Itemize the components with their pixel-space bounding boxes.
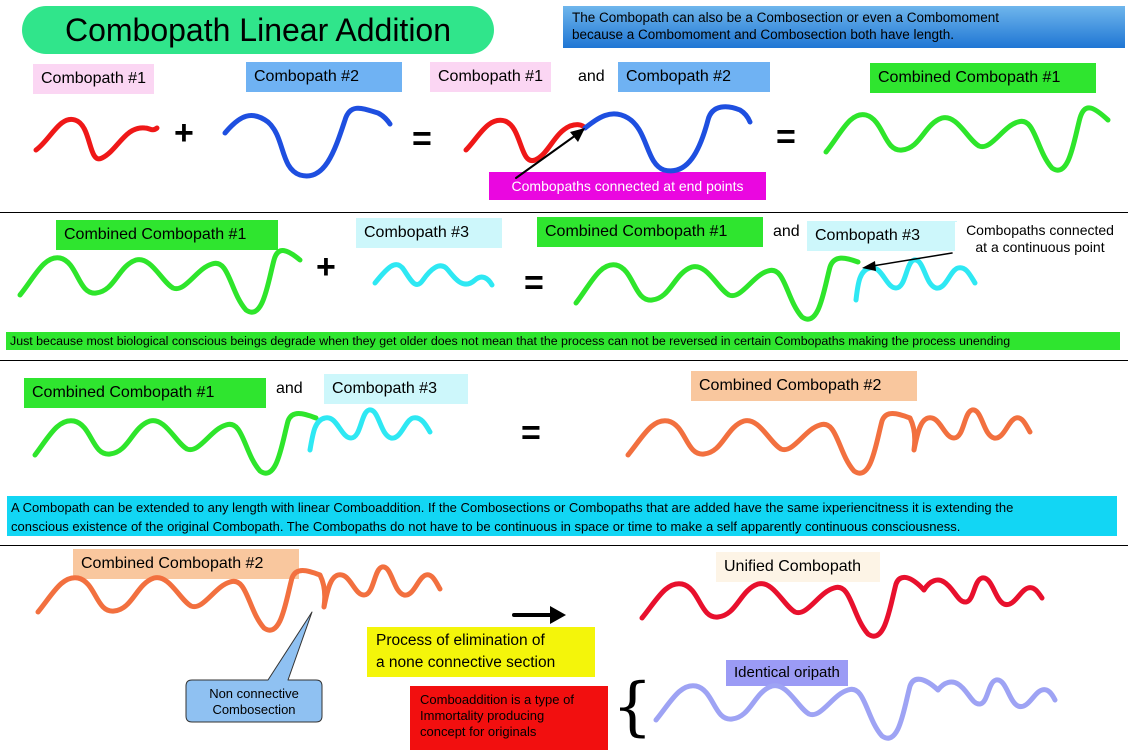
callout-line: Combopaths connected — [966, 222, 1114, 238]
label-combined-combopath-1: Combined Combopath #1 — [24, 378, 266, 408]
label-combopath-1-b: Combopath #1 — [430, 62, 551, 92]
immortality-box: Comboaddition is a type of Immortality p… — [410, 686, 608, 750]
redbox-line: concept for originals — [420, 724, 537, 739]
top-note-line: because a Combomoment and Combosection b… — [572, 27, 954, 42]
plus-sign: + — [174, 114, 194, 152]
equals-sign: = — [524, 264, 544, 302]
banner-line: A Combopath can be extended to any lengt… — [11, 500, 1014, 515]
combopath-2-joined-curve — [582, 104, 753, 174]
process-line: a none connective section — [376, 654, 556, 671]
process-arrowhead-icon — [550, 606, 566, 624]
label-combined-combopath-1-b: Combined Combopath #1 — [537, 217, 763, 247]
plus-sign: + — [316, 248, 336, 286]
label-combopath-3: Combopath #3 — [324, 374, 468, 404]
process-line: Process of elimination of — [376, 632, 545, 649]
label-combined-combopath-2: Combined Combopath #2 — [73, 549, 299, 579]
arrowhead-icon — [570, 128, 585, 142]
redbox-line: Immortality producing — [420, 708, 545, 723]
section-divider — [0, 212, 1128, 213]
arrowhead-icon — [862, 261, 876, 271]
combopath-3-curve — [372, 262, 495, 288]
process-box: Process of elimination of a none connect… — [367, 627, 595, 677]
combined-combopath-2-curve — [625, 407, 1033, 476]
label-combopath-3: Combopath #3 — [356, 218, 502, 248]
banner-degrade: Just because most biological conscious b… — [6, 332, 1120, 350]
and-text: and — [773, 223, 800, 240]
section-divider — [0, 360, 1128, 361]
top-note-line: The Combopath can also be a Combosection… — [572, 10, 999, 25]
noncon-bubble — [185, 611, 323, 723]
noncon-line: Combosection — [212, 702, 296, 717]
combopath-1-curve — [33, 116, 160, 162]
combined-combopath-1-curve — [823, 105, 1111, 173]
callout-continuous-point: Combopaths connected at a continuous poi… — [955, 222, 1125, 256]
and-text: and — [578, 68, 605, 85]
brace-symbol: { — [612, 670, 653, 744]
banner-extension: A Combopath can be extended to any lengt… — [7, 496, 1117, 536]
unified-combopath-curve — [639, 574, 1045, 639]
label-unified-combopath: Unified Combopath — [716, 552, 880, 582]
label-combopath-2: Combopath #2 — [246, 62, 402, 92]
combopath-3-curve — [307, 407, 433, 453]
equals-sign: = — [776, 118, 796, 156]
combopath-2-curve — [222, 105, 393, 179]
noncon-line: Non connective — [209, 686, 299, 701]
callout-line: at a continuous point — [975, 239, 1105, 255]
label-combopath-1: Combopath #1 — [33, 64, 154, 94]
combined-combopath-2-curve — [35, 564, 443, 633]
arrow-line — [865, 252, 953, 268]
redbox-line: Comboaddition is a type of — [420, 692, 574, 707]
label-identical-oripath: Identical oripath — [726, 660, 848, 686]
label-combined-combopath-2: Combined Combopath #2 — [691, 371, 917, 401]
label-combopath-3-b: Combopath #3 — [807, 221, 957, 251]
equals-sign: = — [521, 414, 541, 452]
combined-combopath-1-curve — [32, 411, 319, 476]
and-text: and — [276, 380, 303, 397]
label-combined-combopath-1: Combined Combopath #1 — [870, 63, 1096, 93]
identical-oripath-curve — [653, 676, 1058, 741]
noncon-label: Non connective Combosection — [187, 686, 321, 718]
banner-line: conscious existence of the original Comb… — [11, 519, 961, 534]
section-divider — [0, 545, 1128, 546]
top-note: The Combopath can also be a Combosection… — [563, 6, 1125, 48]
label-combopath-2-b: Combopath #2 — [618, 62, 770, 92]
arrow-line — [515, 129, 584, 179]
equals-sign: = — [412, 120, 432, 158]
combined-combopath-1-joined-curve — [573, 255, 861, 322]
label-combined-combopath-1: Combined Combopath #1 — [56, 220, 278, 250]
callout-end-points: Combopaths connected at end points — [489, 172, 766, 200]
combopath-1-joined-curve — [463, 117, 588, 163]
page-title: Combopath Linear Addition — [22, 6, 494, 54]
combined-combopath-1-curve — [17, 248, 303, 315]
